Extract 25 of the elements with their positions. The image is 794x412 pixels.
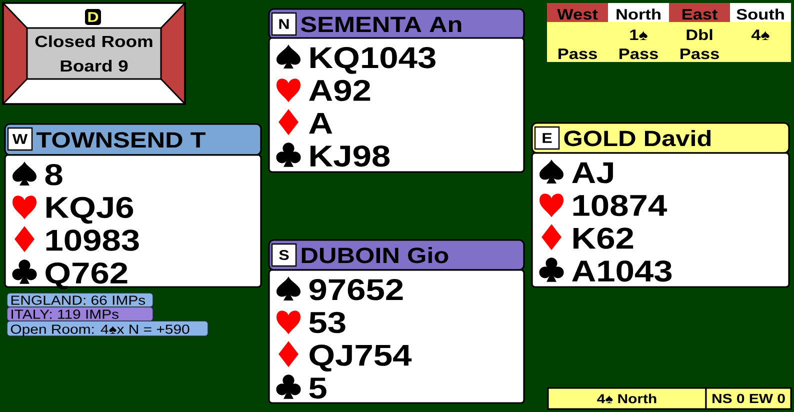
seat-badge: W <box>7 127 33 151</box>
bid: Pass <box>558 48 597 60</box>
column-header: South <box>730 3 791 22</box>
board-title-box: Closed Room Board 9 <box>26 27 162 80</box>
column-header: West <box>547 3 608 22</box>
hand-box: 97652 53 QJ754 5 <box>268 269 525 404</box>
bid: Pass <box>680 48 719 60</box>
bid: 1♠ <box>630 30 648 40</box>
score-badge: Open Room: 4♠x N = +590 <box>6 320 208 336</box>
seat-badge: N <box>271 12 297 36</box>
score-badge: ITALY: 119 IMPs <box>6 306 154 322</box>
seat-badge: S <box>271 243 297 267</box>
hand-box: AJ 10874 K62 A1043 <box>531 152 790 288</box>
seat-badge: E <box>534 126 560 150</box>
column-header: East <box>669 3 730 22</box>
bid: Pass <box>620 48 658 60</box>
score-badge: ENGLAND: 66 IMPs <box>6 292 154 308</box>
bid: Dbl <box>686 29 712 40</box>
dealer-badge: D <box>85 9 101 25</box>
hand-box: KQ1043 A92 A KJ98 <box>268 37 525 173</box>
column-header: North <box>608 3 669 22</box>
score-box: NS 0 EW 0 <box>705 387 792 410</box>
contract-box: 4♠ North <box>547 387 707 410</box>
hand-box: 8 KQJ6 10983 Q762 <box>4 154 262 290</box>
bid: 4♠ <box>751 30 770 40</box>
